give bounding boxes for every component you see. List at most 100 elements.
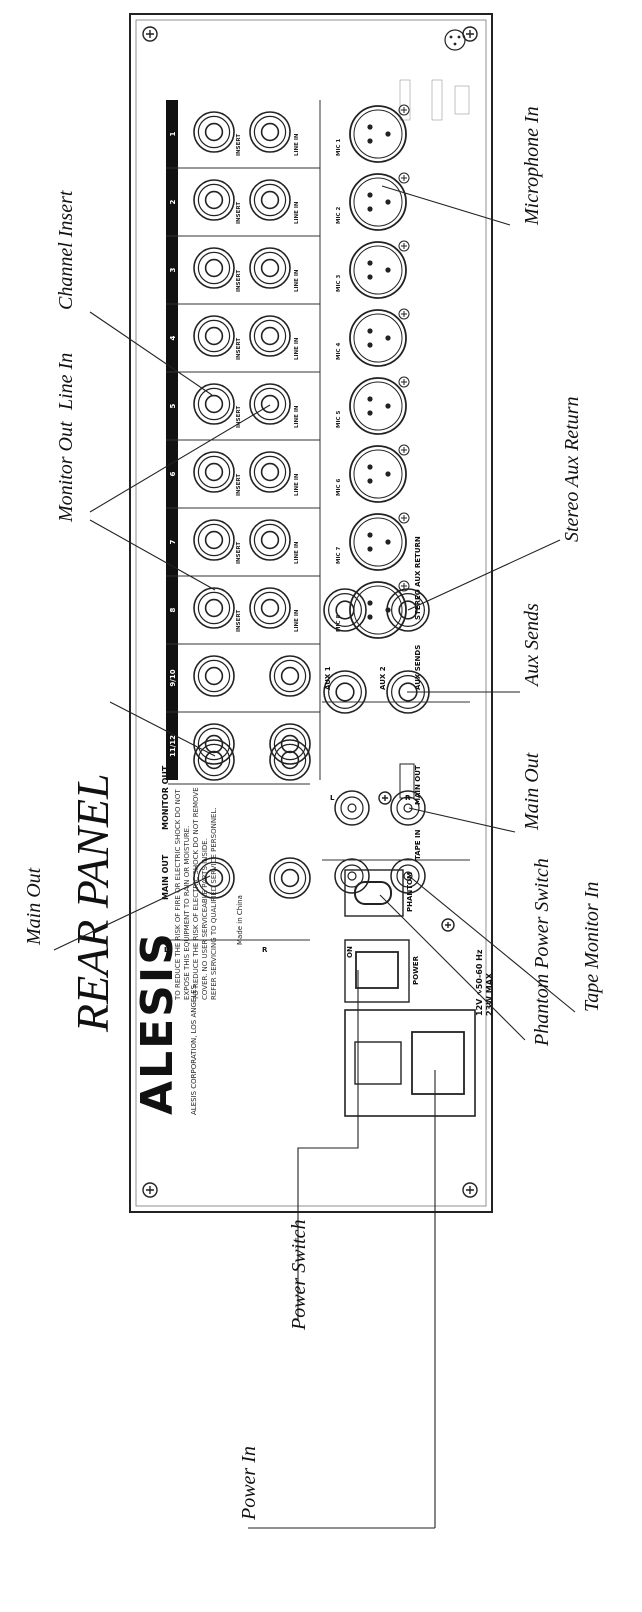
warning-text-line: COVER. NO USER SERVICEABLE PARTS INSIDE. [201,838,209,1000]
screw-icon [462,1182,478,1198]
left-label: L [330,794,335,802]
callout-channel-insert: Channel Insert [55,190,77,310]
line-in-jack[interactable] [249,315,291,357]
insert-label: INSERT [236,406,242,428]
channel-insert-jack[interactable] [193,587,235,629]
stereo-line-in-right-jack[interactable] [269,723,311,765]
insert-label: INSERT [236,338,242,360]
main-out-rca-left-jack[interactable] [334,790,370,826]
tape-in-label: TAPE IN [414,829,422,860]
tape-in-rca-left-jack[interactable] [334,858,370,894]
channel-insert-jack[interactable] [193,179,235,221]
line-in-label: LINE IN [294,201,300,224]
main-out-right-jack[interactable] [269,857,311,899]
xlr-latch-icon [398,580,410,592]
channel-number-label: 7 [169,539,177,544]
mic-xlr-jack[interactable] [349,240,410,299]
line-in-label: LINE IN [294,405,300,428]
main-out-left-jack[interactable] [193,857,235,899]
power-switch[interactable] [355,951,399,989]
din-connector-icon [444,29,466,51]
stereo-line-in-left-jack[interactable] [193,723,235,765]
line-in-label: LINE IN [294,473,300,496]
stereo-aux-return-right-jack[interactable] [386,588,430,632]
tape-in-rca-right-jack[interactable] [390,858,426,894]
callout-aux-sends: Aux Sends [521,603,543,688]
mic-xlr-jack[interactable] [349,308,410,367]
leader-line [53,875,211,951]
insert-label: INSERT [236,270,242,292]
leader-line [407,539,561,611]
line-in-label: LINE IN [294,337,300,360]
line-in-jack[interactable] [249,111,291,153]
channel-insert-jack[interactable] [193,247,235,289]
mic-label: MIC 6 [336,479,342,496]
mic-xlr-jack[interactable] [349,376,410,435]
callout-main-out-left: Main Out [23,867,45,946]
xlr-latch-icon [398,172,410,184]
monitor-out-left-jack[interactable] [193,739,235,781]
monitor-out-section-label: MONITOR OUT [161,765,170,830]
channel-number-label: 1 [169,131,177,136]
line-in-jack[interactable] [249,179,291,221]
aux-send-1-jack[interactable] [323,670,367,714]
diagram-title: REAR PANEL [67,773,118,1033]
main-out-rca-label: MAIN OUT [414,765,422,805]
monitor-out-right-jack[interactable] [269,739,311,781]
callout-tape-monitor-in: Tape Monitor In [581,882,603,1012]
callout-main-out-rca: Main Out [521,752,543,831]
leader-line [89,519,216,591]
channel-insert-jack[interactable] [193,315,235,357]
channel-insert-jack[interactable] [193,451,235,493]
screw-icon [378,791,392,805]
main-out-rca-right-jack[interactable] [390,790,426,826]
phantom-switch-housing [344,869,404,917]
callout-line-in: Line In [55,353,77,411]
stereo-line-in-right-jack[interactable] [269,655,311,697]
line-in-label: LINE IN [294,269,300,292]
line-in-label: LINE IN [294,541,300,564]
line-in-jack[interactable] [249,451,291,493]
line-in-jack[interactable] [249,587,291,629]
xlr-latch-icon [398,240,410,252]
mic-label: MIC 2 [336,207,342,224]
channel-number-label: 5 [169,403,177,408]
screw-icon [142,26,158,42]
channel-insert-jack[interactable] [193,383,235,425]
aux1-label: AUX 1 [324,666,332,690]
mic-xlr-jack[interactable] [349,172,410,231]
callout-labels: Microphone In Channel Insert Line In Mon… [23,106,603,1521]
channel-number-label: 4 [169,335,177,340]
xlr-latch-icon [398,376,410,388]
stereo-aux-return-left-jack[interactable] [323,588,367,632]
channel-number-label: 6 [169,471,177,476]
power-inlet-housing [344,1009,476,1117]
left-label: L [164,946,169,954]
brand-subtitle: ALESIS CORPORATION, LOS ANGELES [190,984,198,1115]
channel-insert-jack[interactable] [193,519,235,561]
power-switch-label: POWER [412,955,420,985]
mic-xlr-jack[interactable] [349,104,410,163]
mic-xlr-jack[interactable] [349,444,410,503]
mic-label: MIC 7 [336,547,342,564]
serial-label [399,763,415,799]
phantom-power-switch[interactable] [354,881,392,905]
main-out-section-label: MAIN OUT [161,854,170,900]
stereo-line-in-left-jack[interactable] [193,655,235,697]
mic-label: MIC 3 [336,275,342,292]
panel-inner-outline [135,19,487,1207]
leader-line [109,701,216,757]
line-in-jack[interactable] [249,247,291,289]
line-in-jack[interactable] [249,383,291,425]
stereo-aux-return-section-label: STEREO AUX RETURN [414,536,422,620]
callout-monitor-out: Monitor Out [55,421,77,523]
callout-stereo-aux-return: Stereo Aux Return [561,396,583,542]
line-in-jack[interactable] [249,519,291,561]
channel-insert-jack[interactable] [193,111,235,153]
callout-phantom-power-switch: Phantom Power Switch [531,858,553,1047]
warning-text-line: TO REDUCE THE RISK OF FIRE OR ELECTRIC S… [174,789,182,1001]
screw-icon [142,1182,158,1198]
mic-xlr-jack[interactable] [349,512,410,571]
